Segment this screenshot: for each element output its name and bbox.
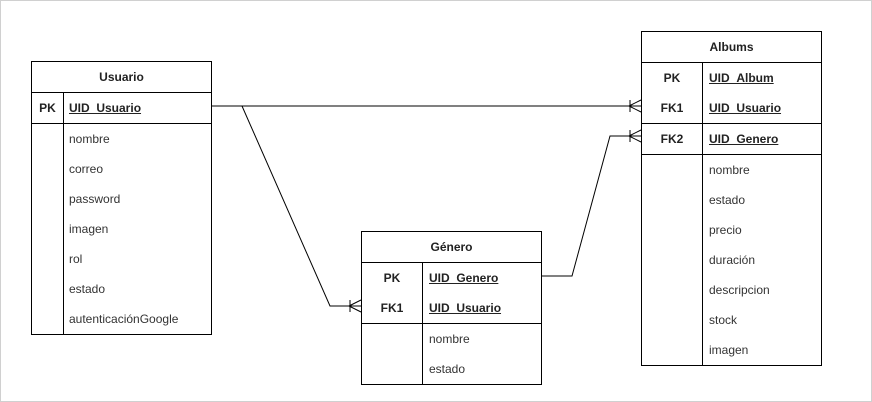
primary-key-section: PK UID_Usuario bbox=[32, 93, 211, 124]
fields-section: nombre correo password imagen rol estado… bbox=[32, 124, 211, 334]
field-row[interactable]: nombre bbox=[642, 155, 821, 185]
field-name: imagen bbox=[709, 343, 749, 357]
field-row[interactable]: estado bbox=[362, 354, 541, 384]
foreign-key-section: FK2 UID_Genero bbox=[642, 124, 821, 155]
key-row[interactable]: PK UID_Usuario bbox=[32, 93, 211, 123]
field-name: nombre bbox=[429, 332, 470, 346]
key-row[interactable]: PK UID_Genero bbox=[362, 263, 541, 293]
relation-genero-albums bbox=[542, 129, 642, 277]
field-name: duración bbox=[709, 253, 756, 267]
field-row[interactable]: nombre bbox=[32, 124, 211, 154]
relation-usuario-genero bbox=[241, 105, 362, 313]
table-title: Usuario bbox=[32, 62, 211, 93]
key-label: FK1 bbox=[660, 101, 684, 115]
field-row[interactable]: imagen bbox=[642, 335, 821, 365]
field-row[interactable]: autenticaciónGoogle bbox=[32, 304, 211, 334]
fields-section: nombre estado bbox=[362, 324, 541, 384]
field-name: nombre bbox=[69, 132, 110, 146]
key-row[interactable]: FK1 UID_Usuario bbox=[642, 93, 821, 123]
field-row[interactable]: estado bbox=[642, 185, 821, 215]
key-label: FK1 bbox=[380, 301, 404, 315]
field-row[interactable]: descripcion bbox=[642, 275, 821, 305]
key-label: FK2 bbox=[660, 132, 684, 146]
field-row[interactable]: nombre bbox=[362, 324, 541, 354]
primary-key-section: PK UID_Album FK1 UID_Usuario bbox=[642, 63, 821, 124]
field-name: estado bbox=[429, 362, 466, 376]
field-name: stock bbox=[709, 313, 738, 327]
key-label: PK bbox=[39, 101, 56, 115]
relation-usuario-albums bbox=[212, 99, 642, 113]
primary-key-section: PK UID_Genero FK1 UID_Usuario bbox=[362, 263, 541, 324]
field-name: correo bbox=[69, 162, 104, 176]
field-name: estado bbox=[69, 282, 106, 296]
field-row[interactable]: precio bbox=[642, 215, 821, 245]
field-row[interactable]: imagen bbox=[32, 214, 211, 244]
key-label: PK bbox=[383, 271, 401, 285]
field-name: UID_Usuario bbox=[69, 101, 142, 115]
field-name: UID_Usuario bbox=[709, 101, 782, 115]
table-title: Albums bbox=[642, 32, 821, 63]
key-row[interactable]: PK UID_Album bbox=[642, 63, 821, 93]
field-name: precio bbox=[709, 223, 742, 237]
field-name: UID_Genero bbox=[429, 271, 499, 285]
table-title: Género bbox=[362, 232, 541, 263]
field-row[interactable]: rol bbox=[32, 244, 211, 274]
fields-section: nombre estado precio duración descripcio… bbox=[642, 155, 821, 365]
key-row[interactable]: FK2 UID_Genero bbox=[642, 124, 821, 154]
field-name: UID_Album bbox=[709, 71, 774, 85]
field-row[interactable]: estado bbox=[32, 274, 211, 304]
table-genero[interactable]: Género PK UID_Genero FK1 UID_Usuario nom… bbox=[361, 231, 542, 385]
table-usuario[interactable]: Usuario PK UID_Usuario nombre correo pas… bbox=[31, 61, 212, 335]
key-row[interactable]: FK1 UID_Usuario bbox=[362, 293, 541, 323]
table-albums[interactable]: Albums PK UID_Album FK1 UID_Usuario FK2 … bbox=[641, 31, 822, 366]
field-row[interactable]: duración bbox=[642, 245, 821, 275]
field-row[interactable]: correo bbox=[32, 154, 211, 184]
key-label: PK bbox=[663, 71, 681, 85]
field-name: descripcion bbox=[709, 283, 770, 297]
field-name: autenticaciónGoogle bbox=[69, 312, 179, 326]
field-name: nombre bbox=[709, 163, 750, 177]
field-name: rol bbox=[69, 252, 83, 266]
field-name: UID_Genero bbox=[709, 132, 779, 146]
field-name: imagen bbox=[69, 222, 109, 236]
field-row[interactable]: stock bbox=[642, 305, 821, 335]
field-name: estado bbox=[709, 193, 746, 207]
field-name: UID_Usuario bbox=[429, 301, 502, 315]
field-row[interactable]: password bbox=[32, 184, 211, 214]
field-name: password bbox=[69, 192, 121, 206]
